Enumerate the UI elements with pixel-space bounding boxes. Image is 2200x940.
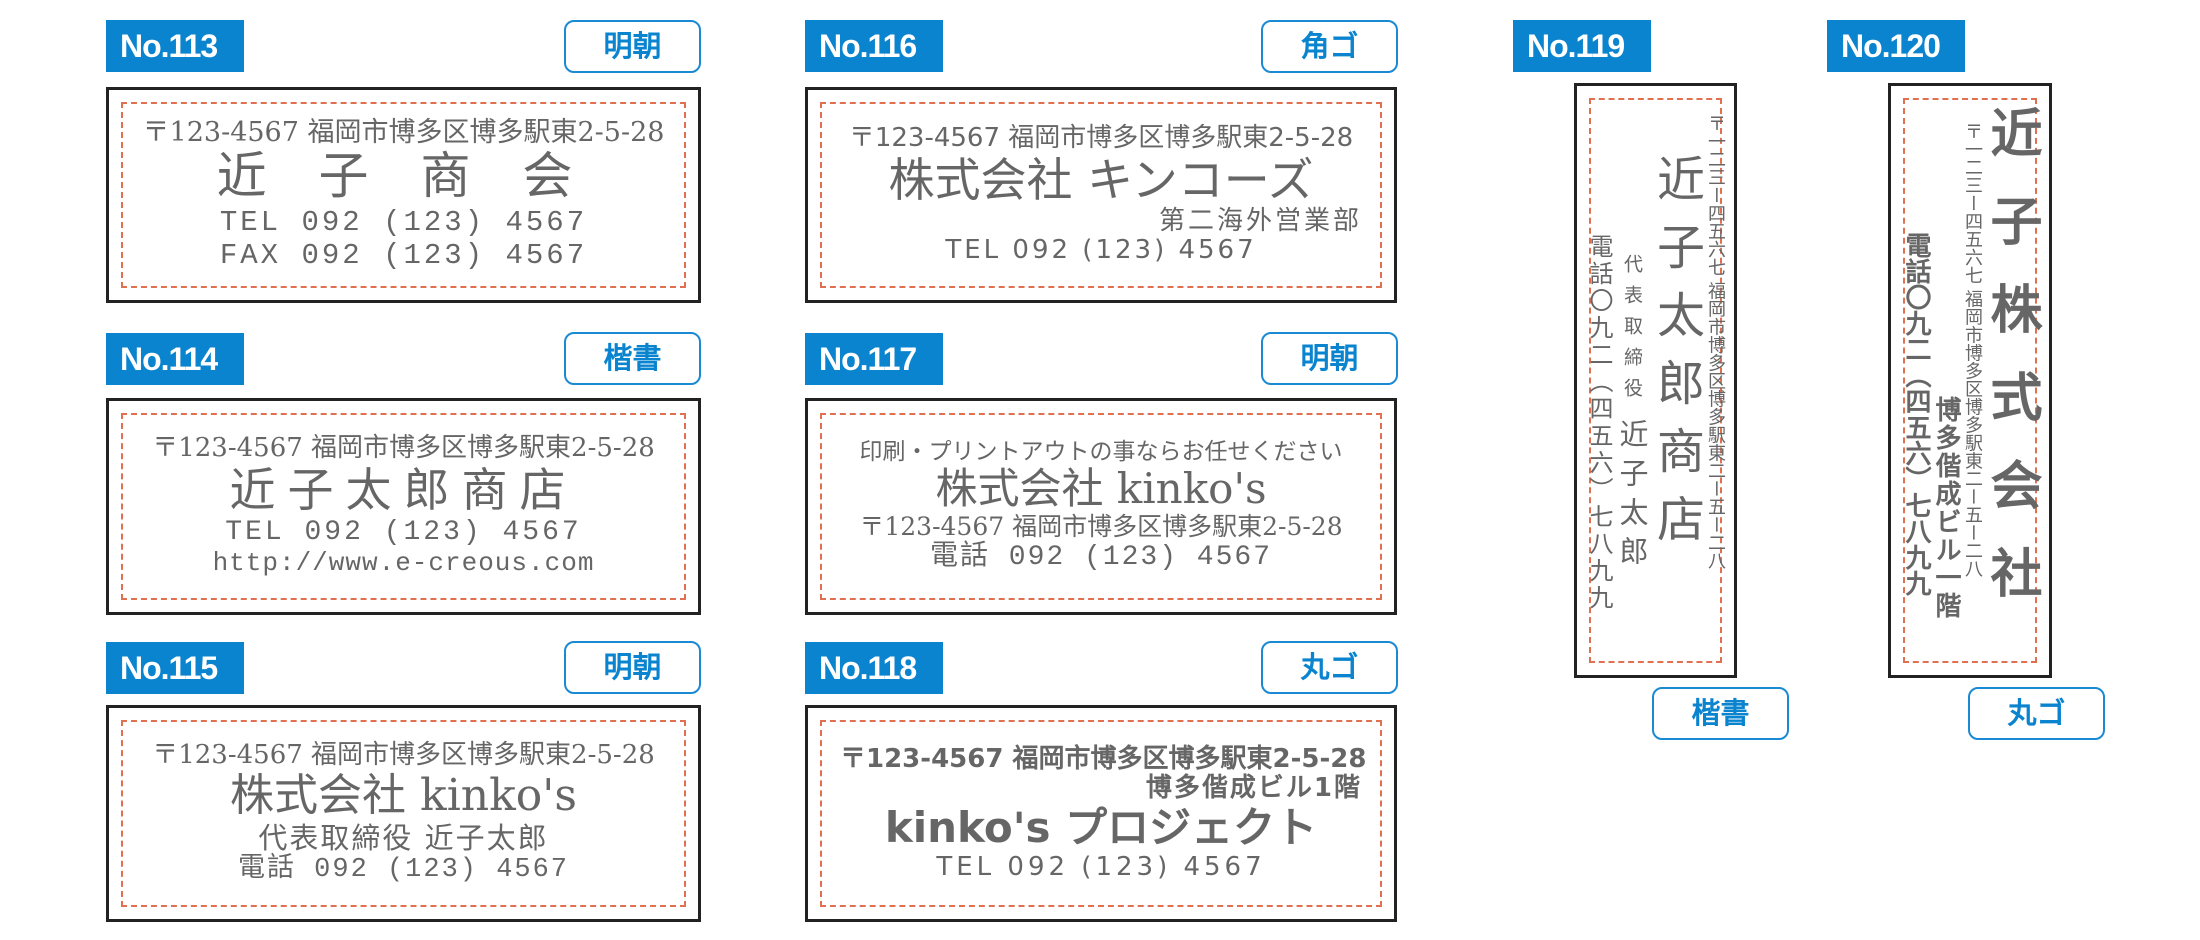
company-name: 近子株式会社 — [1981, 106, 2041, 634]
font-style-tag: 丸ゴ — [1261, 641, 1398, 694]
address-column: 〒一二三ー四五六七 福岡市博多区博多駅東二ー五ー二八 — [1705, 114, 1726, 570]
item-number-label: No.117 — [805, 333, 943, 385]
address-line: 〒123-4567 福岡市博多区博多駅東2-5-28 — [142, 117, 665, 149]
department-line: 第二海外営業部 — [1158, 205, 1362, 236]
address-column: 〒一二三ー四五六七 福岡市博多区博多駅東二ー五ー二八 — [1962, 122, 1983, 578]
phone-column: 電話〇九二（四五六）七八九九 — [1585, 234, 1613, 612]
address-line: 〒123-4567 福岡市博多区博多駅東2-5-28 — [848, 122, 1354, 153]
font-style-tag: 楷書 — [564, 332, 701, 385]
item-number-label: No.120 — [1827, 20, 1965, 72]
font-style-tag: 楷書 — [1652, 687, 1789, 740]
tel-line: TEL 092 (123) 4567 — [219, 205, 588, 239]
tel-line: 電話 092 (123) 4567 — [237, 854, 570, 885]
building-line: 博多偕成ビル1階 — [1145, 773, 1362, 804]
building-column: 博多偕成ビル一階 — [1931, 396, 1961, 620]
font-style-tag: 明朝 — [564, 641, 701, 694]
representative-title: 代表取締役 — [1621, 254, 1643, 409]
item-number-label: No.113 — [106, 20, 244, 72]
company-name: kinko's プロジェクト — [884, 803, 1318, 853]
tel-line: 電話 092 (123) 4567 — [929, 542, 1273, 574]
stamp-sample-117: 印刷・プリントアウトの事ならお任せください 株式会社 kinko's 〒123-… — [805, 398, 1397, 615]
item-number-label: No.116 — [805, 20, 943, 72]
font-style-tag: 角ゴ — [1261, 20, 1398, 73]
company-name: 株式会社 kinko's — [230, 769, 577, 821]
stamp-sample-120: 近子株式会社 〒一二三ー四五六七 福岡市博多区博多駅東二ー五ー二八 博多偕成ビル… — [1888, 83, 2052, 678]
font-style-tag: 明朝 — [564, 20, 701, 73]
stamp-sample-114: 〒123-4567 福岡市博多区博多駅東2-5-28 近子太郎商店 TEL 09… — [106, 398, 701, 615]
tel-line: TEL 092 (123) 4567 — [225, 516, 582, 548]
address-line: 〒123-4567 福岡市博多区博多駅東2-5-28 — [859, 512, 1343, 542]
phone-column: 電話〇九二（四五六）七八九九 — [1901, 232, 1931, 596]
address-line: 〒123-4567 福岡市博多区博多駅東2-5-28 — [152, 740, 655, 771]
item-number-label: No.114 — [106, 333, 244, 385]
fax-line: FAX 092 (123) 4567 — [219, 239, 588, 273]
tel-line: TEL 092 (123) 4567 — [936, 851, 1266, 882]
slogan-line: 印刷・プリントアウトの事ならお任せください — [859, 438, 1343, 465]
stamp-sample-115: 〒123-4567 福岡市博多区博多駅東2-5-28 株式会社 kinko's … — [106, 705, 701, 922]
representative-line: 代表取締役 近子太郎 — [258, 820, 549, 855]
stamp-sample-118: 〒123-4567 福岡市博多区博多駅東2-5-28 博多偕成ビル1階 kink… — [805, 705, 1397, 922]
company-name: 株式会社 キンコーズ — [888, 152, 1314, 207]
tel-line: TEL 092 (123) 4567 — [945, 235, 1257, 266]
item-number-label: No.119 — [1513, 20, 1651, 72]
stamp-sample-113: 〒123-4567 福岡市博多区博多駅東2-5-28 近 子 商 会 TEL 0… — [106, 87, 701, 303]
font-style-tag: 丸ゴ — [1968, 687, 2105, 740]
representative-column: 代表取締役 近子太郎 — [1615, 254, 1649, 575]
item-number-label: No.118 — [805, 642, 943, 694]
company-name: 近 子 商 会 — [216, 147, 591, 206]
stamp-sample-116: 〒123-4567 福岡市博多区博多駅東2-5-28 株式会社 キンコーズ 第二… — [805, 87, 1397, 303]
representative-name: 近子太郎 — [1615, 419, 1649, 575]
company-name: 近子太郎商店 — [1648, 154, 1704, 562]
item-number-label: No.115 — [106, 642, 244, 694]
company-name: 近子太郎商店 — [229, 462, 578, 517]
address-line: 〒123-4567 福岡市博多区博多駅東2-5-28 — [840, 743, 1367, 774]
company-name: 株式会社 kinko's — [935, 464, 1267, 514]
stamp-sample-119: 〒一二三ー四五六七 福岡市博多区博多駅東二ー五ー二八 近子太郎商店 代表取締役 … — [1574, 83, 1737, 678]
font-style-tag: 明朝 — [1261, 332, 1398, 385]
address-line: 〒123-4567 福岡市博多区博多駅東2-5-28 — [152, 433, 655, 464]
url-line: http://www.e-creous.com — [212, 548, 595, 579]
